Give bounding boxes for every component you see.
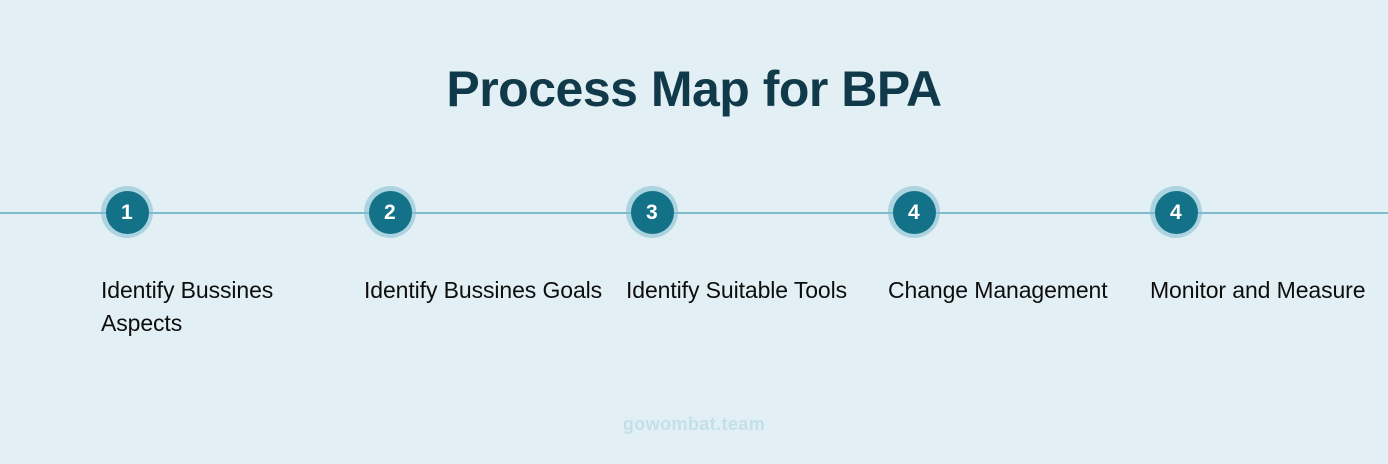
step-label-4: Change Management xyxy=(888,277,1108,303)
timeline: 1 2 3 4 xyxy=(0,170,1388,260)
step-disc-3: 3 xyxy=(630,190,674,234)
timeline-step-4[interactable]: 4 xyxy=(886,170,942,260)
step-number-5: 4 xyxy=(1170,200,1182,224)
step-label-3: Identify Suitable Tools xyxy=(626,277,848,303)
step-number-1: 1 xyxy=(121,200,133,224)
step-marker-1: 1 xyxy=(101,186,153,238)
timeline-step-1[interactable]: 1 xyxy=(99,170,155,260)
step-label-5: Monitor and Measure xyxy=(1150,277,1366,303)
step-number-3: 3 xyxy=(646,200,658,224)
step-disc-2: 2 xyxy=(368,190,412,234)
step-marker-2: 2 xyxy=(364,186,416,238)
step-label-2: Identify Bussines Goals xyxy=(364,277,603,303)
step-number-4: 4 xyxy=(908,200,920,224)
step-number-2: 2 xyxy=(384,200,396,224)
step-label-1: Identify Bussines Aspects xyxy=(101,277,274,336)
timeline-step-2[interactable]: 2 xyxy=(362,170,418,260)
step-marker-3: 3 xyxy=(626,186,678,238)
timeline-step-3[interactable]: 3 xyxy=(624,170,680,260)
timeline-step-5[interactable]: 4 xyxy=(1148,170,1204,260)
step-marker-4: 4 xyxy=(888,186,940,238)
step-marker-5: 4 xyxy=(1150,186,1202,238)
step-disc-4: 4 xyxy=(892,190,936,234)
timeline-axis-line xyxy=(0,212,1388,214)
step-disc-5: 4 xyxy=(1154,190,1198,234)
step-disc-1: 1 xyxy=(105,190,149,234)
page-title: Process Map for BPA xyxy=(446,61,942,117)
watermark: gowombat.team xyxy=(622,414,766,434)
